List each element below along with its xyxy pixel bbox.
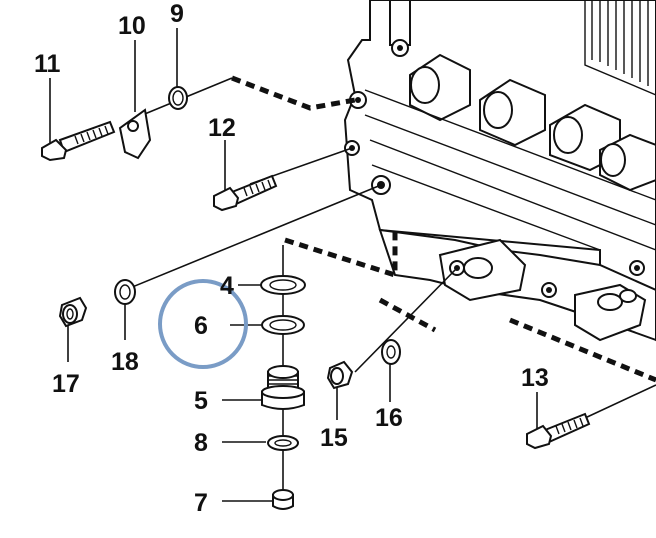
cover-grille: [584, 0, 656, 96]
callout-11: 11: [34, 50, 61, 78]
threaded-insert-5: [261, 365, 305, 410]
seal-ring-6: [261, 315, 305, 335]
bolt-11: [41, 120, 116, 162]
callout-15: 15: [320, 424, 348, 452]
washer-16: [381, 339, 401, 365]
callout-6: 6: [194, 312, 208, 340]
washer-8: [267, 435, 299, 451]
callout-5: 5: [194, 387, 208, 415]
engine-housing: [343, 0, 656, 342]
washer-18: [114, 279, 136, 305]
cover-plate-10: [118, 108, 152, 160]
highlight-circle: [158, 279, 248, 369]
filter-head-right: [541, 260, 647, 342]
callout-18: 18: [111, 348, 139, 376]
callout-13: 13: [521, 364, 549, 392]
callout-17: 17: [52, 370, 80, 398]
callout-8: 8: [194, 429, 208, 457]
assembly-guides: [231, 75, 656, 383]
callout-10: 10: [118, 12, 146, 40]
plug-15: [326, 360, 354, 390]
seal-ring-4: [260, 275, 306, 295]
plug-17: [58, 296, 88, 328]
callout-12: 12: [208, 114, 236, 142]
callout-9: 9: [170, 0, 184, 28]
plug-7: [272, 489, 294, 510]
bolt-13: [526, 412, 591, 450]
callout-7: 7: [194, 489, 208, 517]
callout-16: 16: [375, 404, 403, 432]
callouts: 11 10 9 12 4 6 17 18 5 8 7 15 16 13: [34, 0, 549, 517]
callout-4: 4: [220, 272, 234, 300]
o-ring-9: [168, 86, 188, 110]
bolt-12: [213, 174, 278, 212]
cover-bosses: [409, 53, 656, 192]
